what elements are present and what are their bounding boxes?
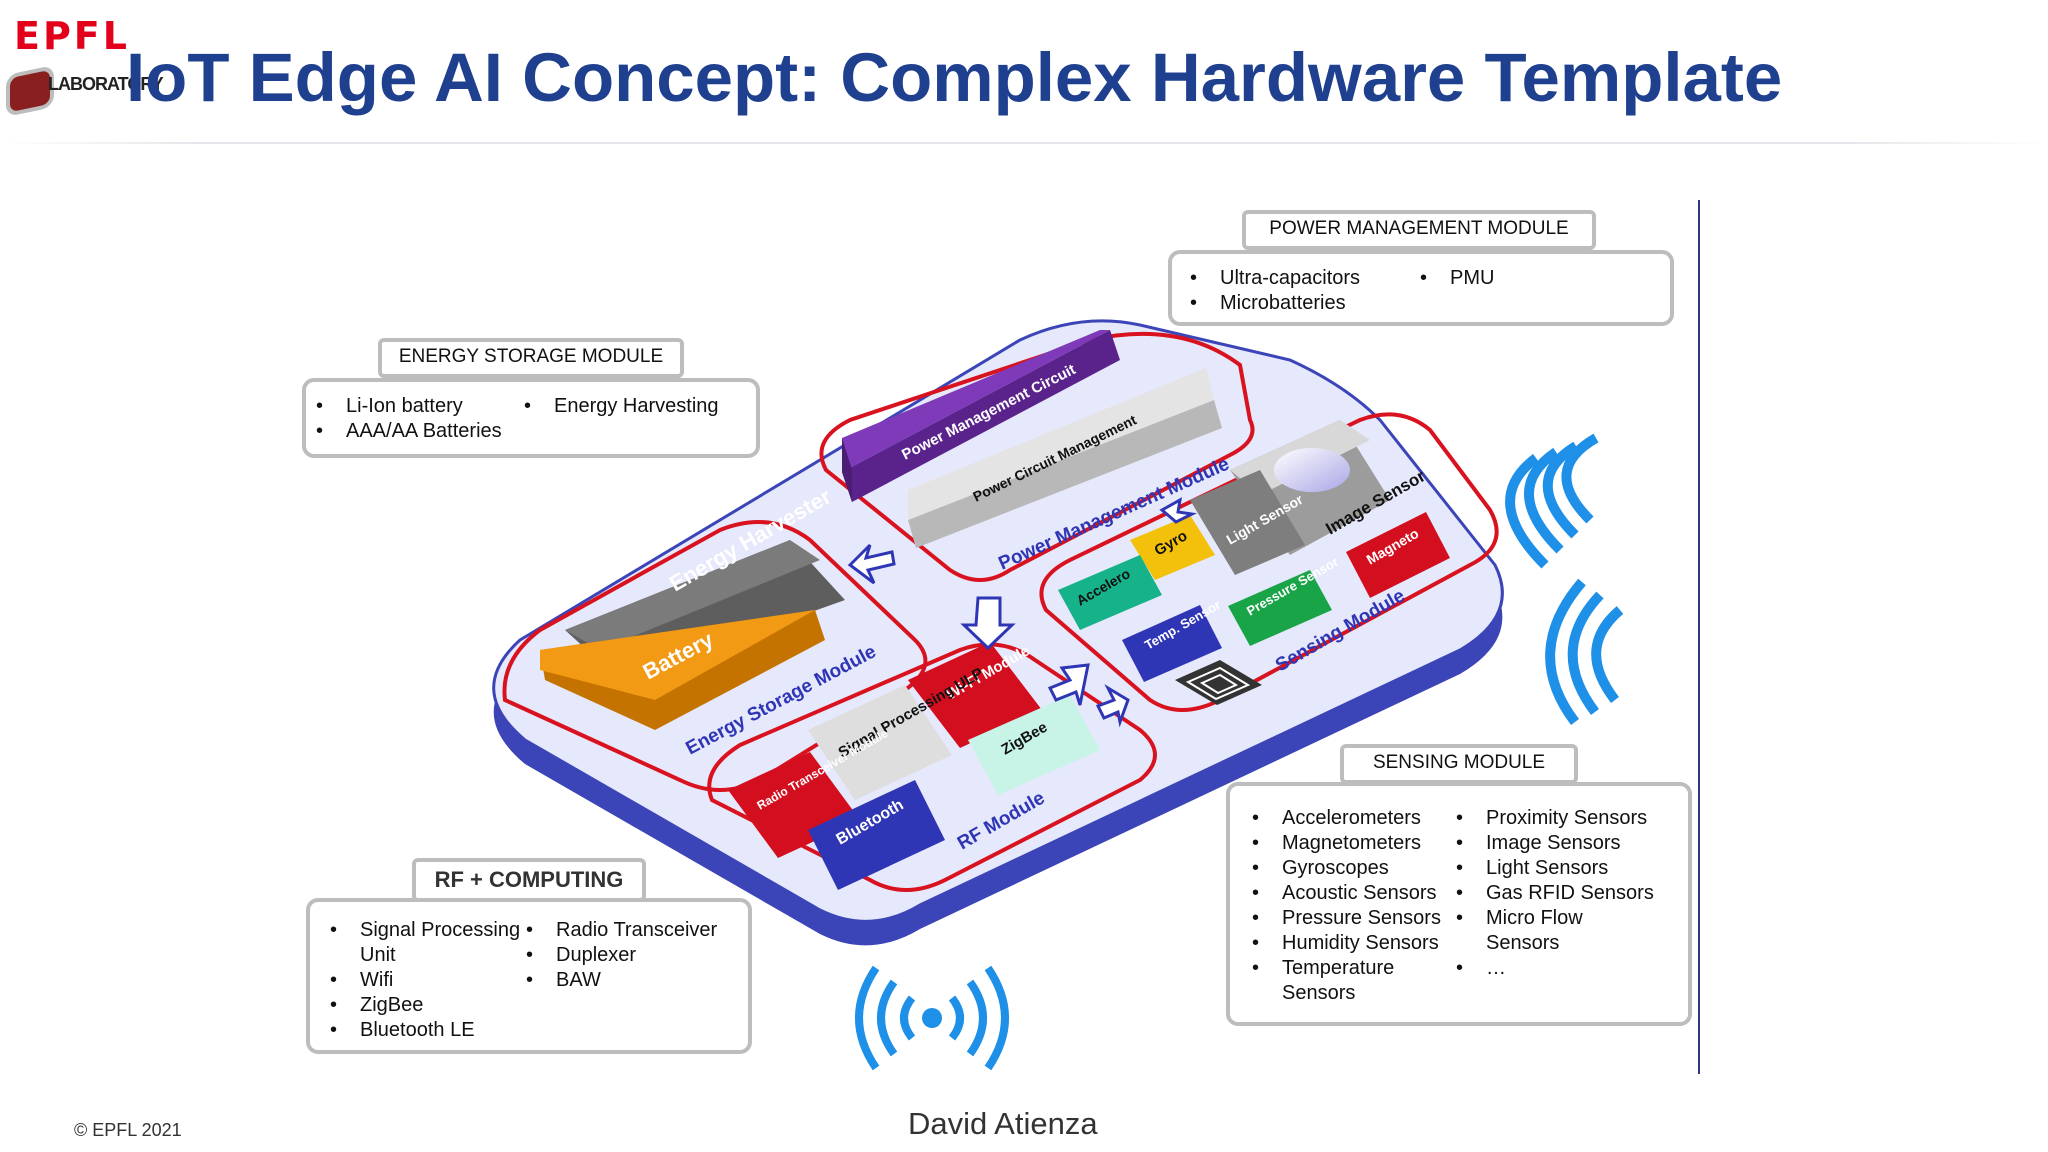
copyright: © EPFL 2021 [74,1120,182,1140]
title-divider [0,142,2048,144]
lab-logo-text: LABORATORY [48,74,164,94]
rf-item: Wifi [330,968,520,993]
rf-item: BAW [526,968,717,993]
energy-module-tab: ENERGY STORAGE MODULE [378,338,684,378]
rfid-chip-icon [1175,660,1262,705]
page-title: IoT Edge AI Concept: Complex Hardware Te… [126,39,1783,116]
energy-item: Energy Harvesting [524,394,719,419]
epfl-logo: EPFL [14,14,130,58]
sensing-item: Micro Flow [1456,906,1654,931]
rf-module-tab: RF + COMPUTING [412,858,646,902]
battery-block: Battery [540,610,825,730]
accelero-block: Accelero [1058,555,1162,630]
sensing-item: Sensors [1282,982,1356,1004]
broadcast-icon [855,965,1009,1071]
rf-item: Unit [360,944,396,966]
wireless-signal-icon [1505,433,1599,569]
power-item: Ultra-capacitors [1190,266,1360,291]
magneto-block: Magneto [1346,512,1450,598]
sensing-item: Image Sensors [1456,831,1654,856]
sensing-item: Magnetometers [1252,831,1441,856]
sensing-item: Temperature [1252,956,1441,981]
gyro-block: Gyro [1130,515,1215,580]
lab-logo: LABORATORY [6,64,164,118]
energy-item: AAA/AA Batteries [316,419,502,444]
rf-item: Duplexer [526,943,717,968]
sensing-module-tab: SENSING MODULE [1340,744,1578,784]
rf-module-outline [707,642,1157,892]
sensing-item: Pressure Sensors [1252,906,1441,931]
sensing-module-box: Accelerometers Magnetometers Gyroscopes … [1226,782,1692,1026]
rf-item: Bluetooth LE [330,1018,520,1043]
sensing-item: Gyroscopes [1252,856,1441,881]
power-item: Microbatteries [1190,291,1360,316]
rf-item: Radio Transceiver [526,918,717,943]
power-module-box: Ultra-capacitors Microbatteries PMU [1168,250,1674,326]
rf-module-box: Signal Processing Unit Wifi ZigBee Bluet… [306,898,752,1054]
sensing-item: Acoustic Sensors [1252,881,1441,906]
energy-module-box: Li-Ion battery AAA/AA Batteries Energy H… [302,378,760,458]
wireless-signal-icon [1545,578,1624,726]
flow-arrow-icon [847,497,1197,728]
rf-item: Signal Processing [330,918,520,943]
sensing-item: Humidity Sensors [1252,931,1441,956]
power-module-outline [819,331,1255,582]
sensing-item: … [1456,956,1654,981]
right-divider [1698,200,1700,1074]
image-sensor-lens [1274,448,1350,492]
zigbee-block: ZigBee [968,695,1100,795]
speaker-name: David Atienza [908,1106,1098,1141]
sensing-item: Sensors [1486,932,1560,954]
sensing-item: Accelerometers [1252,806,1441,831]
sensing-module-outline [1039,412,1499,712]
power-item: PMU [1420,266,1494,291]
energy-item: Li-Ion battery [316,394,502,419]
sensing-item: Gas RFID Sensors [1456,881,1654,906]
sensing-item: Light Sensors [1456,856,1654,881]
power-module-tab: POWER MANAGEMENT MODULE [1242,210,1596,250]
sensing-item: Proximity Sensors [1456,806,1654,831]
rf-item: ZigBee [330,993,520,1018]
